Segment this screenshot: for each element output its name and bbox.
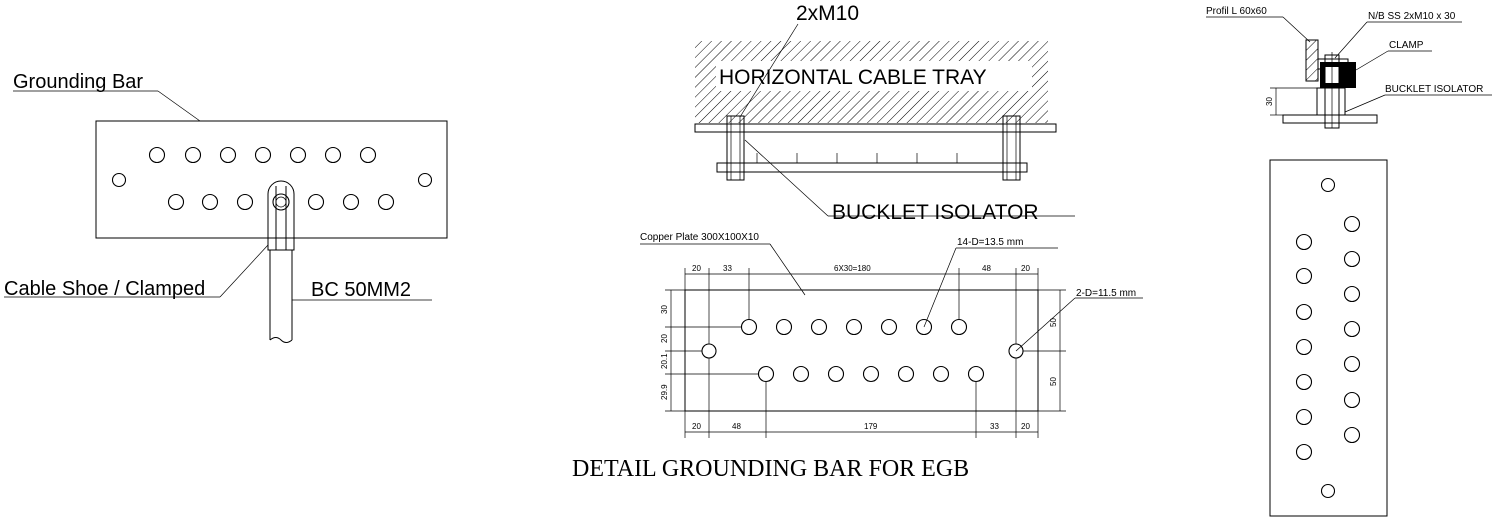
- dim-left-1: 30: [660, 305, 669, 314]
- dim-right-1: 50: [1049, 318, 1058, 327]
- grounding-bar-plate: [95, 120, 448, 239]
- bolt-left: [726, 115, 745, 181]
- dim-bottom-5: 20: [1021, 422, 1030, 431]
- isolator-bar: [716, 162, 1028, 173]
- drawing-title: DETAIL GROUNDING BAR FOR EGB: [572, 456, 969, 482]
- tray-label: HORIZONTAL CABLE TRAY: [719, 66, 987, 89]
- dim-top-3: 6X30=180: [834, 264, 871, 273]
- grounding-bar-view: Grounding Bar Cable Shoe / Clamped BC 50…: [4, 71, 448, 343]
- vertical-grounding-bar: [1269, 159, 1388, 517]
- detail-bolt-label: N/B SS 2xM10 x 30: [1368, 11, 1456, 22]
- copper-plate: [684, 289, 1039, 412]
- dim-top-2: 33: [723, 264, 732, 273]
- cable-label: BC 50MM2: [311, 279, 411, 301]
- dim-bottom-2: 48: [732, 422, 741, 431]
- dim-top-5: 20: [1021, 264, 1030, 273]
- angle-profile: [1305, 39, 1319, 82]
- base-plate: [1282, 114, 1378, 124]
- copper-plate-plan: Copper Plate 300X100X10 14-D=13.5 mm 2-D…: [640, 232, 1143, 438]
- dim-top-4: 48: [982, 264, 991, 273]
- holes-small-label: 14-D=13.5 mm: [957, 237, 1023, 248]
- grounding-bar-holes: [111, 146, 433, 211]
- dim-left-3: 20.1: [660, 353, 669, 369]
- grounding-bar-label: Grounding Bar: [13, 71, 143, 93]
- cable-tray-section: 2xM10 HORIZONTAL CABLE TRAY BUCKLET ISOL…: [694, 2, 1075, 224]
- tray-flange: [694, 123, 1057, 133]
- mounting-detail: Profil L 60x60 N/B SS 2xM10 x 30 CLAMP B…: [1206, 6, 1492, 129]
- cable-conductor: [269, 250, 293, 343]
- isolator-label: BUCKLET ISOLATOR: [832, 201, 1039, 224]
- detail-isolator-label: BUCKLET ISOLATOR: [1385, 84, 1483, 95]
- cable-shoe: [267, 180, 295, 251]
- dim-top-1: 20: [692, 264, 701, 273]
- isolator-block: [1316, 87, 1346, 116]
- plate-holes: [701, 318, 1024, 383]
- dim-left-2: 20: [660, 334, 669, 343]
- dim-bottom-4: 33: [990, 422, 999, 431]
- dim-bottom-1: 20: [692, 422, 701, 431]
- cable-shoe-label: Cable Shoe / Clamped: [4, 278, 205, 300]
- dim-left-4: 29.9: [660, 384, 669, 400]
- clamp-label: CLAMP: [1389, 40, 1424, 51]
- plate-label: Copper Plate 300X100X10: [640, 232, 759, 243]
- holes-end-label: 2-D=11.5 mm: [1076, 288, 1136, 299]
- vertical-bar-plate: [1269, 159, 1388, 517]
- profile-label: Profil L 60x60: [1206, 6, 1267, 17]
- detail-height-dim: 30: [1265, 97, 1274, 106]
- bolt-label: 2xM10: [796, 2, 859, 25]
- bolt-right: [1002, 115, 1021, 181]
- dim-right-2: 50: [1049, 377, 1058, 386]
- dim-bottom-3: 179: [864, 422, 878, 431]
- vertical-bar-holes: [1295, 177, 1361, 499]
